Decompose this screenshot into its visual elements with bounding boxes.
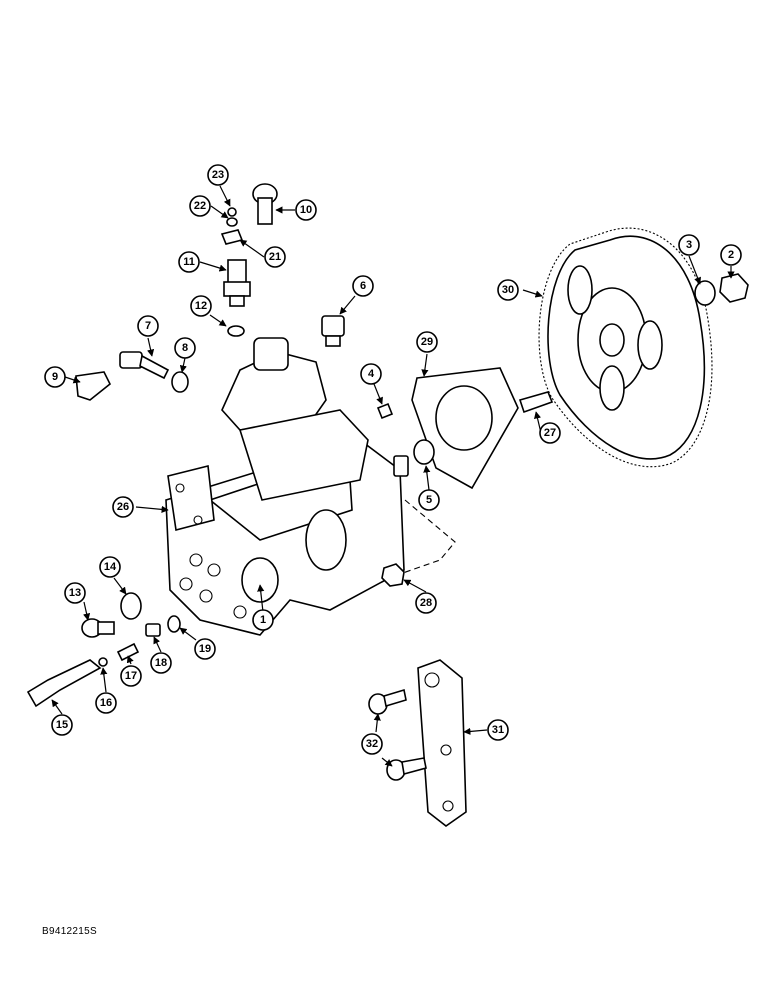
throttle-lever-drawing xyxy=(75,371,112,401)
callout-2-label: 2 xyxy=(728,249,734,261)
callout-23-label: 23 xyxy=(212,169,224,181)
callout-7: 7 xyxy=(137,315,159,337)
callout-31-label: 31 xyxy=(492,724,504,736)
callout-11-label: 11 xyxy=(183,256,195,268)
catalog-code: B9412215S xyxy=(42,926,97,937)
callout-17-label: 17 xyxy=(125,670,137,682)
callout-27-label: 27 xyxy=(544,427,556,439)
callout-30-label: 30 xyxy=(502,284,514,296)
callout-19-label: 19 xyxy=(199,643,211,655)
callout-28: 28 xyxy=(415,592,437,614)
callout-16-label: 16 xyxy=(100,697,112,709)
callout-23: 23 xyxy=(207,164,229,186)
callout-1-label: 1 xyxy=(260,614,266,626)
callout-17: 17 xyxy=(120,665,142,687)
callout-13-label: 13 xyxy=(69,587,81,599)
callout-32: 32 xyxy=(361,733,383,755)
injection-pump-drawing xyxy=(165,337,409,636)
solenoid-drawing xyxy=(223,259,251,307)
callout-8-label: 8 xyxy=(182,342,188,354)
bracket-screw-upper-drawing xyxy=(368,688,407,715)
callout-30: 30 xyxy=(497,279,519,301)
callout-11: 11 xyxy=(178,251,200,273)
callout-5-label: 5 xyxy=(426,494,432,506)
callout-4: 4 xyxy=(360,363,382,385)
callout-21: 21 xyxy=(264,246,286,268)
callout-31: 31 xyxy=(487,719,509,741)
shaft-washer-drawing xyxy=(413,439,435,465)
piston-drawing xyxy=(145,623,161,637)
callout-22-label: 22 xyxy=(194,200,206,212)
fitting-drawing xyxy=(321,315,345,347)
callout-16: 16 xyxy=(95,692,117,714)
callout-27: 27 xyxy=(539,422,561,444)
key-drawing xyxy=(376,402,394,420)
callout-29-label: 29 xyxy=(421,336,433,348)
callout-15-label: 15 xyxy=(56,719,68,731)
gear-washer-drawing xyxy=(694,280,716,306)
timing-gear-drawing xyxy=(538,227,713,468)
small-nut-drawing xyxy=(227,207,237,217)
callout-12-label: 12 xyxy=(195,300,207,312)
callout-6: 6 xyxy=(352,275,374,297)
valve-stem-drawing xyxy=(26,659,102,708)
spring-drawing xyxy=(116,642,140,662)
callout-1: 1 xyxy=(252,609,274,631)
callout-7-label: 7 xyxy=(145,320,151,332)
support-bracket-drawing xyxy=(417,659,467,827)
callout-5: 5 xyxy=(418,489,440,511)
callout-18: 18 xyxy=(150,652,172,674)
screw-drawing xyxy=(119,351,170,380)
callout-22: 22 xyxy=(189,195,211,217)
small-washer-drawing xyxy=(226,217,238,227)
seal-drawing xyxy=(167,615,181,633)
callout-32-label: 32 xyxy=(366,738,378,750)
callout-14: 14 xyxy=(99,556,121,578)
callout-13: 13 xyxy=(64,582,86,604)
o-ring-drawing xyxy=(227,325,245,337)
callout-9-label: 9 xyxy=(52,371,58,383)
callout-6-label: 6 xyxy=(360,280,366,292)
banjo-bolt-drawing xyxy=(252,183,278,225)
callout-15: 15 xyxy=(51,714,73,736)
callout-12: 12 xyxy=(190,295,212,317)
clip-drawing xyxy=(220,229,244,245)
callout-19: 19 xyxy=(194,638,216,660)
callout-4-label: 4 xyxy=(368,368,375,380)
callout-9: 9 xyxy=(44,366,66,388)
leader-lines xyxy=(51,185,735,767)
callout-10: 10 xyxy=(295,199,317,221)
spacer-drawing xyxy=(98,657,108,667)
callout-29: 29 xyxy=(416,331,438,353)
callout-14-label: 14 xyxy=(104,561,117,573)
callout-2: 2 xyxy=(720,244,742,266)
callout-18-label: 18 xyxy=(155,657,167,669)
callout-21-label: 21 xyxy=(269,251,281,263)
callout-26-label: 26 xyxy=(117,501,129,513)
plug-screw-drawing xyxy=(81,618,115,638)
gear-nut-drawing xyxy=(719,273,749,303)
callout-3-label: 3 xyxy=(686,239,692,251)
bracket-nut-drawing xyxy=(381,563,405,587)
callout-10-label: 10 xyxy=(300,204,312,216)
ring-drawing xyxy=(171,371,189,393)
bracket-screw-lower-drawing xyxy=(386,757,427,781)
callout-28-label: 28 xyxy=(420,597,432,609)
callout-26: 26 xyxy=(112,496,134,518)
callout-3: 3 xyxy=(678,234,700,256)
sealing-washer-drawing xyxy=(120,592,142,620)
stud-drawing xyxy=(518,391,554,414)
callout-8: 8 xyxy=(174,337,196,359)
